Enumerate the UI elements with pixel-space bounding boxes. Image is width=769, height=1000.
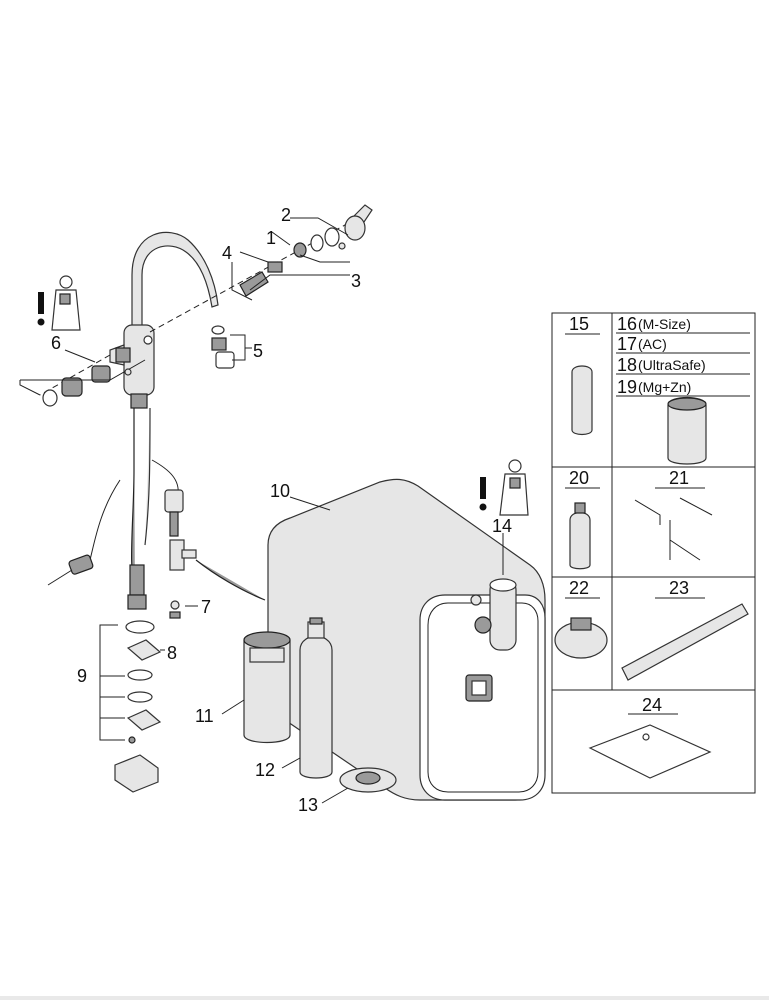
- bracket-lines-top: [231, 217, 350, 301]
- table-label-22: 22: [569, 578, 589, 598]
- mounting-parts: [99, 620, 165, 793]
- table-text-18: (UltraSafe): [638, 357, 706, 373]
- aerator-parts: [211, 325, 252, 369]
- box-connector: [470, 578, 517, 651]
- label-3: 3: [351, 271, 361, 291]
- table-text-19: (Mg+Zn): [638, 379, 691, 395]
- label-6: 6: [51, 333, 61, 353]
- sheet-24-hole: [642, 733, 650, 741]
- bottle-20-cap: [574, 502, 586, 514]
- cartridge-parts: [19, 347, 146, 407]
- adapter-22-top: [570, 617, 592, 631]
- table-label-23: 23: [669, 578, 689, 598]
- table-label-24: 24: [642, 695, 662, 715]
- label-13: 13: [298, 795, 318, 815]
- table-text-16: (M-Size): [638, 316, 691, 332]
- part-labels: 1 2 3 4 5 6 7 8 9 10 11 12 13 14: [51, 205, 512, 815]
- warning-figure-right: [479, 459, 529, 516]
- filter-cartridge: [243, 631, 291, 744]
- label-10: 10: [270, 481, 290, 501]
- label-5: 5: [253, 341, 263, 361]
- label-12: 12: [255, 760, 275, 780]
- accessory-table: 15 16 (M-Size) 17 (AC) 18 (UltraSafe) 19…: [551, 312, 756, 794]
- faucet: [109, 231, 219, 409]
- label-4: 4: [222, 243, 232, 263]
- adapter-plate: [339, 767, 397, 793]
- callout-lines: [221, 496, 504, 804]
- table-label-16: 16: [617, 314, 637, 334]
- t-connector: [169, 539, 266, 619]
- bottle-20: [569, 511, 591, 570]
- table-label-21: 21: [669, 468, 689, 488]
- sheet-24: [588, 724, 712, 779]
- label-14: 14: [492, 516, 512, 536]
- co2-bottle: [299, 617, 333, 779]
- warning-figure-left: [37, 275, 81, 331]
- grille-23: [621, 603, 749, 681]
- filter-cap: [667, 397, 707, 411]
- page-bottom-edge: [0, 996, 769, 1000]
- label-8: 8: [167, 643, 177, 663]
- siphon-21: [634, 497, 713, 561]
- glass-bottle-15: [571, 365, 593, 436]
- table-label-19: 19: [617, 377, 637, 397]
- label-1: 1: [266, 228, 276, 248]
- hose: [47, 407, 184, 610]
- label-2: 2: [281, 205, 291, 225]
- label-11: 11: [195, 706, 214, 726]
- chiller-box: [267, 478, 546, 801]
- label-9: 9: [77, 666, 87, 686]
- table-label-20: 20: [569, 468, 589, 488]
- table-text-17: (AC): [638, 336, 667, 352]
- label-7: 7: [201, 597, 211, 617]
- table-label-18: 18: [617, 355, 637, 375]
- handle-parts: [239, 204, 373, 297]
- table-label-15: 15: [569, 314, 589, 334]
- table-label-17: 17: [617, 334, 637, 354]
